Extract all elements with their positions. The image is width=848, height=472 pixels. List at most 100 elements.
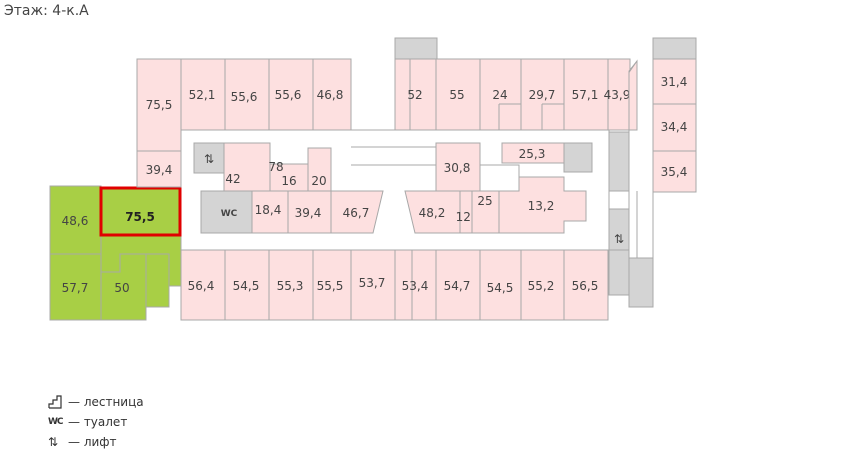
lift-icon: ⇅: [48, 435, 59, 449]
legend-item-stairs: — лестница: [48, 392, 144, 412]
room[interactable]: [136, 150, 182, 188]
room-area: 55,2: [528, 279, 555, 293]
room-area: 43,9: [604, 88, 631, 102]
lift-icon: ⇅: [204, 152, 214, 166]
room-area: 56,5: [572, 279, 599, 293]
room[interactable]: [224, 249, 270, 321]
wall: [628, 60, 638, 258]
room-area: 34,4: [661, 120, 688, 134]
top-row: 75,5 52,1 55,6 55,6 46,8 52 55 24 29,7 5…: [136, 58, 638, 152]
inner-left: 39,4 42 78 16 20 18,4 39,4 46,7: [136, 142, 384, 234]
bottom-row: 56,4 54,5 55,3 55,5 53,7 53,4 54,7 54,5 …: [180, 249, 609, 321]
lift-room[interactable]: [193, 142, 225, 174]
inner-right: 30,8 25,3 48,2 12,9 25 13,2: [404, 142, 587, 234]
room[interactable]: [411, 249, 437, 321]
room[interactable]: [251, 190, 289, 234]
room[interactable]: [435, 142, 481, 192]
room-area: 25,3: [519, 147, 546, 161]
wc-room[interactable]: [200, 190, 253, 234]
room-area: 53,7: [359, 276, 386, 290]
room-area: 78: [268, 160, 283, 174]
room-area: 54,5: [487, 281, 514, 295]
stair-core-top-right: [652, 37, 697, 60]
room-area: 48,6: [62, 214, 89, 228]
service-room: [628, 257, 654, 308]
room-area: 55,6: [231, 90, 258, 104]
room-area: 57,1: [572, 88, 599, 102]
left-block: 48,6 57,7 50 75,5: [49, 185, 182, 321]
room-area: 42: [225, 172, 240, 186]
room[interactable]: [312, 249, 352, 321]
room[interactable]: [652, 58, 697, 105]
stair-core-top-left: [394, 37, 438, 60]
room[interactable]: [563, 249, 609, 321]
room[interactable]: [287, 190, 332, 234]
wall: [480, 164, 520, 177]
floor-title: Этаж: 4-к.А: [4, 3, 89, 19]
room-area: 31,4: [661, 75, 688, 89]
room-area: 25: [477, 194, 492, 208]
room[interactable]: [350, 249, 396, 321]
room-area: 55: [449, 88, 464, 102]
room[interactable]: [520, 249, 565, 321]
room[interactable]: [136, 58, 182, 152]
room-area: 46,8: [317, 88, 344, 102]
stairs-icon: [48, 395, 68, 409]
room-area: 50: [114, 281, 129, 295]
room[interactable]: [435, 58, 481, 131]
room-area: 52: [407, 88, 422, 102]
room-area: 53,4: [402, 279, 429, 293]
room-area: 18,4: [255, 203, 282, 217]
room-area: 75,5: [146, 98, 173, 112]
room-area: 39,4: [295, 206, 322, 220]
room-area: 55,5: [317, 279, 344, 293]
room-area: 56,4: [188, 279, 215, 293]
room-area: 55,6: [275, 88, 302, 102]
room[interactable]: [563, 58, 609, 131]
room-area: 46,7: [343, 206, 370, 220]
room[interactable]: [312, 58, 352, 131]
room[interactable]: [49, 253, 102, 321]
room[interactable]: [180, 58, 226, 131]
wc-icon: WC: [48, 417, 64, 427]
room-area: 20: [311, 174, 326, 188]
room-area: 29,7: [529, 88, 556, 102]
room[interactable]: [652, 103, 697, 152]
room[interactable]: [268, 249, 314, 321]
room[interactable]: [223, 142, 271, 192]
legend-label: — лестница: [68, 395, 144, 409]
wall: [351, 146, 437, 166]
room[interactable]: [498, 176, 587, 234]
room[interactable]: [501, 142, 565, 164]
lift-icon: ⇅: [614, 232, 624, 246]
service-room: [608, 249, 630, 296]
room[interactable]: [145, 253, 170, 308]
room-area: 16: [281, 174, 296, 188]
legend: — лестница WC — туалет ⇅ — лифт: [48, 392, 144, 452]
room-area: 30,8: [444, 161, 471, 175]
floor-plan: ⇅ ⇅ WC 48,6 57,7 50 75,5 75,5 52,1 55,6 …: [49, 37, 697, 321]
legend-label: — туалет: [68, 415, 128, 429]
legend-label: — лифт: [68, 435, 117, 449]
room[interactable]: [479, 249, 522, 321]
room-area: 54,5: [233, 279, 260, 293]
room-area: 13,2: [528, 199, 555, 213]
selected-room-area: 75,5: [125, 210, 155, 224]
room-area: 52,1: [189, 88, 216, 102]
room-area: 55,3: [277, 279, 304, 293]
room-area: 35,4: [661, 165, 688, 179]
legend-item-lift: ⇅ — лифт: [48, 432, 144, 452]
room-area: 48,2: [419, 206, 446, 220]
right-column: 31,4 34,4 35,4: [652, 58, 697, 258]
room[interactable]: [224, 58, 270, 131]
room-area: 54,7: [444, 279, 471, 293]
selected-room-outline: [99, 186, 182, 237]
room-area: 24: [492, 88, 507, 102]
service-room: [563, 142, 593, 173]
room[interactable]: [330, 190, 384, 234]
room-area: 57,7: [62, 281, 89, 295]
room-area: 39,4: [146, 163, 173, 177]
room[interactable]: [471, 190, 500, 234]
service-room: [608, 131, 630, 192]
room[interactable]: [479, 58, 522, 131]
